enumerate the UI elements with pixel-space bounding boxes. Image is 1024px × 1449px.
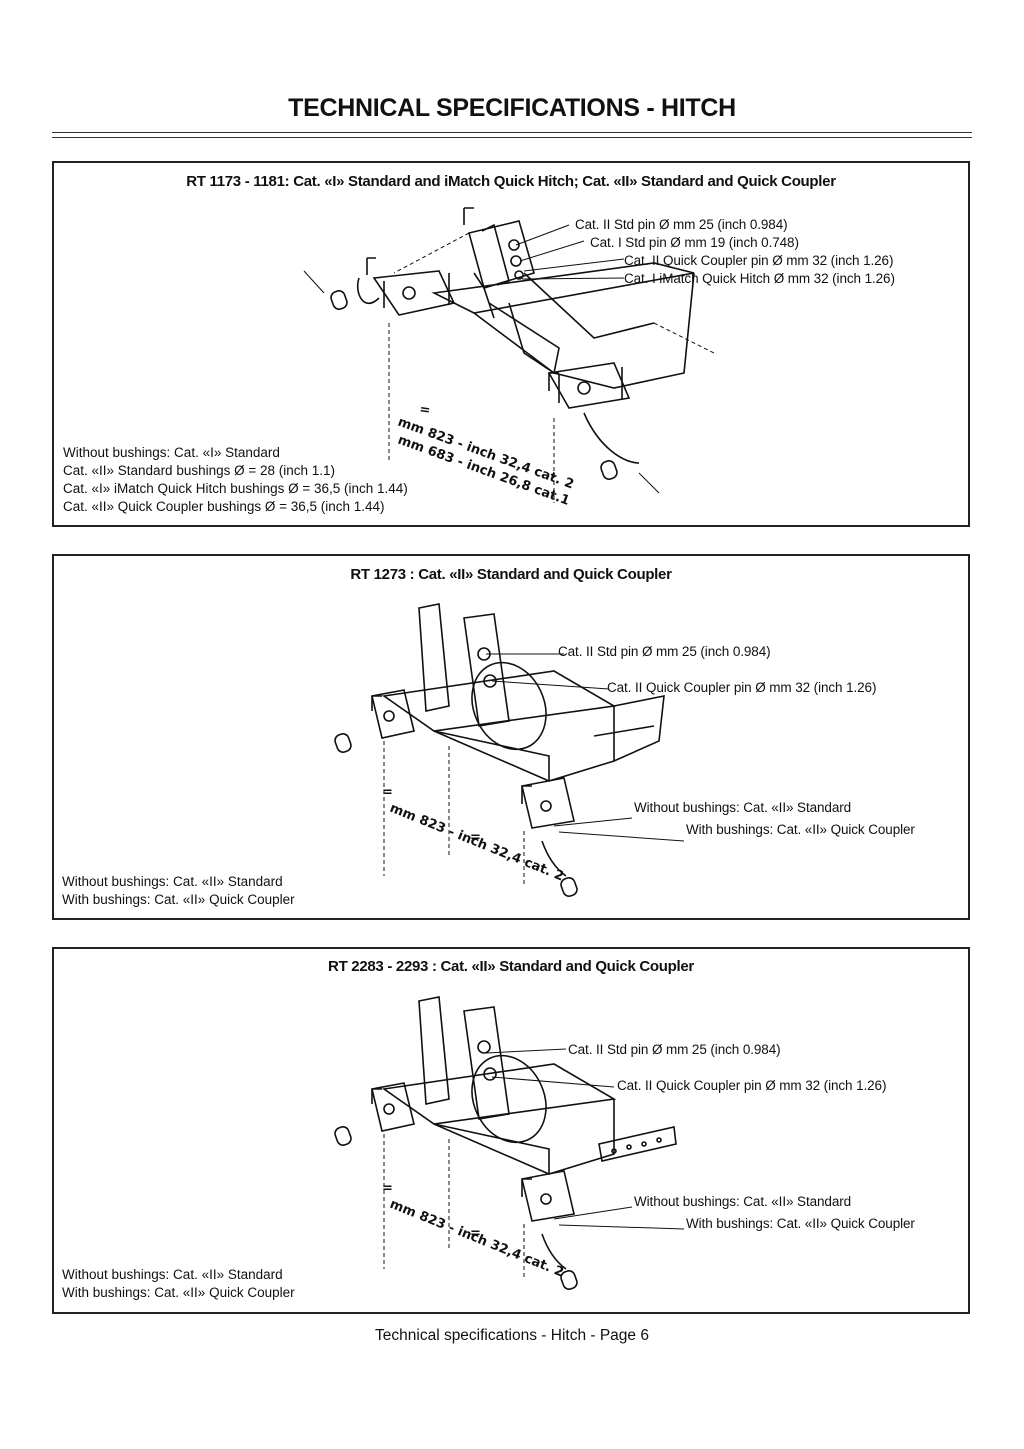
callout-cat2-quick-coupler-pin: Cat. II Quick Coupler pin Ø mm 32 (inch …	[617, 1078, 887, 1093]
dimension-cat2: mm 823 - inch 32,4 cat. 2	[388, 801, 566, 885]
hitch-drawing-rt2283: = = mm 823 - inch 32,4 cat. 2	[334, 996, 685, 1290]
dimension-equal: =	[418, 402, 431, 418]
title-rule-top	[52, 132, 972, 133]
panel-title: RT 1173 - 1181: Cat. «I» Standard and iM…	[186, 173, 836, 190]
callout-with-bushings: With bushings: Cat. «II» Quick Coupler	[686, 1216, 915, 1231]
bushing-notes: Without bushings: Cat. «II» Standard Wit…	[62, 873, 295, 909]
note-line: Without bushings: Cat. «I» Standard	[63, 445, 280, 460]
bushing-notes: Without bushings: Cat. «II» Standard Wit…	[62, 1266, 295, 1302]
callout-without-bushings: Without bushings: Cat. «II» Standard	[634, 1194, 852, 1209]
callout-cat2-quick-coupler-pin: Cat. II Quick Coupler pin Ø mm 32 (inch …	[607, 680, 877, 695]
callout-cat2-std-pin: Cat. II Std pin Ø mm 25 (inch 0.984)	[575, 217, 788, 232]
note-line: Cat. «II» Standard bushings Ø = 28 (inch…	[63, 463, 336, 478]
dimension-equal: =	[470, 1226, 481, 1241]
page-title: TECHNICAL SPECIFICATIONS - HITCH	[288, 94, 736, 122]
dimension-equal: =	[382, 785, 393, 800]
dimension-equal: =	[382, 1181, 393, 1196]
note-line: Without bushings: Cat. «II» Standard	[62, 874, 283, 889]
panel-title: RT 1273 : Cat. «II» Standard and Quick C…	[350, 566, 672, 583]
panel-rt1273: RT 1273 : Cat. «II» Standard and Quick C…	[52, 554, 970, 920]
note-line: Without bushings: Cat. «II» Standard	[62, 1267, 283, 1282]
callout-cat1-std-pin: Cat. I Std pin Ø mm 19 (inch 0.748)	[590, 235, 799, 250]
page-footer: Technical specifications - Hitch - Page …	[375, 1327, 649, 1344]
note-line: Cat. «II» Quick Coupler bushings Ø = 36,…	[63, 499, 385, 514]
panel-rt2283-2293: RT 2283 - 2293 : Cat. «II» Standard and …	[52, 947, 970, 1314]
callout-cat2-std-pin: Cat. II Std pin Ø mm 25 (inch 0.984)	[558, 644, 771, 659]
note-line: With bushings: Cat. «II» Quick Coupler	[62, 892, 295, 907]
dimension-cat2: mm 823 - inch 32,4 cat. 2	[388, 1197, 566, 1281]
note-line: With bushings: Cat. «II» Quick Coupler	[62, 1285, 295, 1300]
panel-title: RT 2283 - 2293 : Cat. «II» Standard and …	[328, 958, 694, 975]
callout-with-bushings: With bushings: Cat. «II» Quick Coupler	[686, 822, 915, 837]
callout-without-bushings: Without bushings: Cat. «II» Standard	[634, 800, 852, 815]
panel-rt1173-1181: RT 1173 - 1181: Cat. «I» Standard and iM…	[52, 161, 970, 527]
note-line: Cat. «I» iMatch Quick Hitch bushings Ø =…	[63, 481, 408, 496]
callout-cat1-imatch-quick-hitch: Cat. I iMatch Quick Hitch Ø mm 32 (inch …	[624, 271, 895, 286]
hitch-drawing-rt1173: = mm 823 - inch 32,4 cat. 2 mm 683 - inc…	[303, 207, 715, 509]
title-rule-bottom	[52, 137, 972, 138]
callout-cat2-std-pin: Cat. II Std pin Ø mm 25 (inch 0.984)	[568, 1042, 781, 1057]
callout-cat2-quick-coupler-pin: Cat. II Quick Coupler pin Ø mm 32 (inch …	[624, 253, 894, 268]
dimension-equal: =	[470, 830, 481, 845]
hitch-drawing-rt1273: = = mm 823 - inch 32,4 cat. 2	[334, 603, 685, 897]
bushing-notes: Without bushings: Cat. «I» Standard Cat.…	[63, 444, 408, 516]
